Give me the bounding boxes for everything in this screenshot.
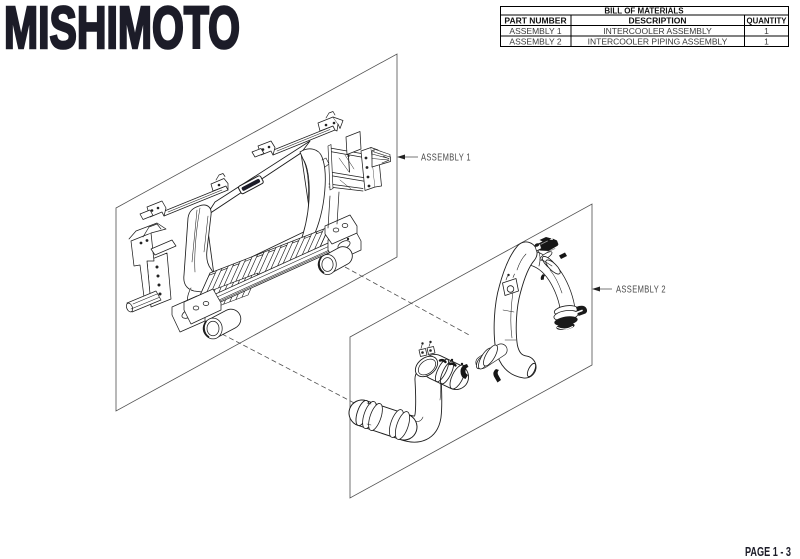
svg-text:QUANTITY: QUANTITY <box>747 16 787 26</box>
svg-text:INTERCOOLER ASSEMBLY: INTERCOOLER ASSEMBLY <box>603 26 712 36</box>
svg-text:1: 1 <box>764 26 769 36</box>
svg-text:ASSEMBLY 2: ASSEMBLY 2 <box>616 285 666 296</box>
svg-text:ASSEMBLY 1: ASSEMBLY 1 <box>509 26 561 36</box>
svg-text:INTERCOOLER PIPING ASSEMBLY: INTERCOOLER PIPING ASSEMBLY <box>588 36 728 46</box>
svg-text:PAGE 1 - 3: PAGE 1 - 3 <box>745 544 791 559</box>
svg-text:DESCRIPTION: DESCRIPTION <box>628 16 686 26</box>
svg-text:1: 1 <box>764 36 769 46</box>
svg-text:ASSEMBLY 1: ASSEMBLY 1 <box>421 153 471 164</box>
svg-text:BILL OF MATERIALS: BILL OF MATERIALS <box>604 7 684 16</box>
svg-text:ASSEMBLY 2: ASSEMBLY 2 <box>509 36 561 46</box>
svg-text:MISHIMOTO: MISHIMOTO <box>4 0 240 61</box>
svg-text:PART NUMBER: PART NUMBER <box>504 16 566 26</box>
